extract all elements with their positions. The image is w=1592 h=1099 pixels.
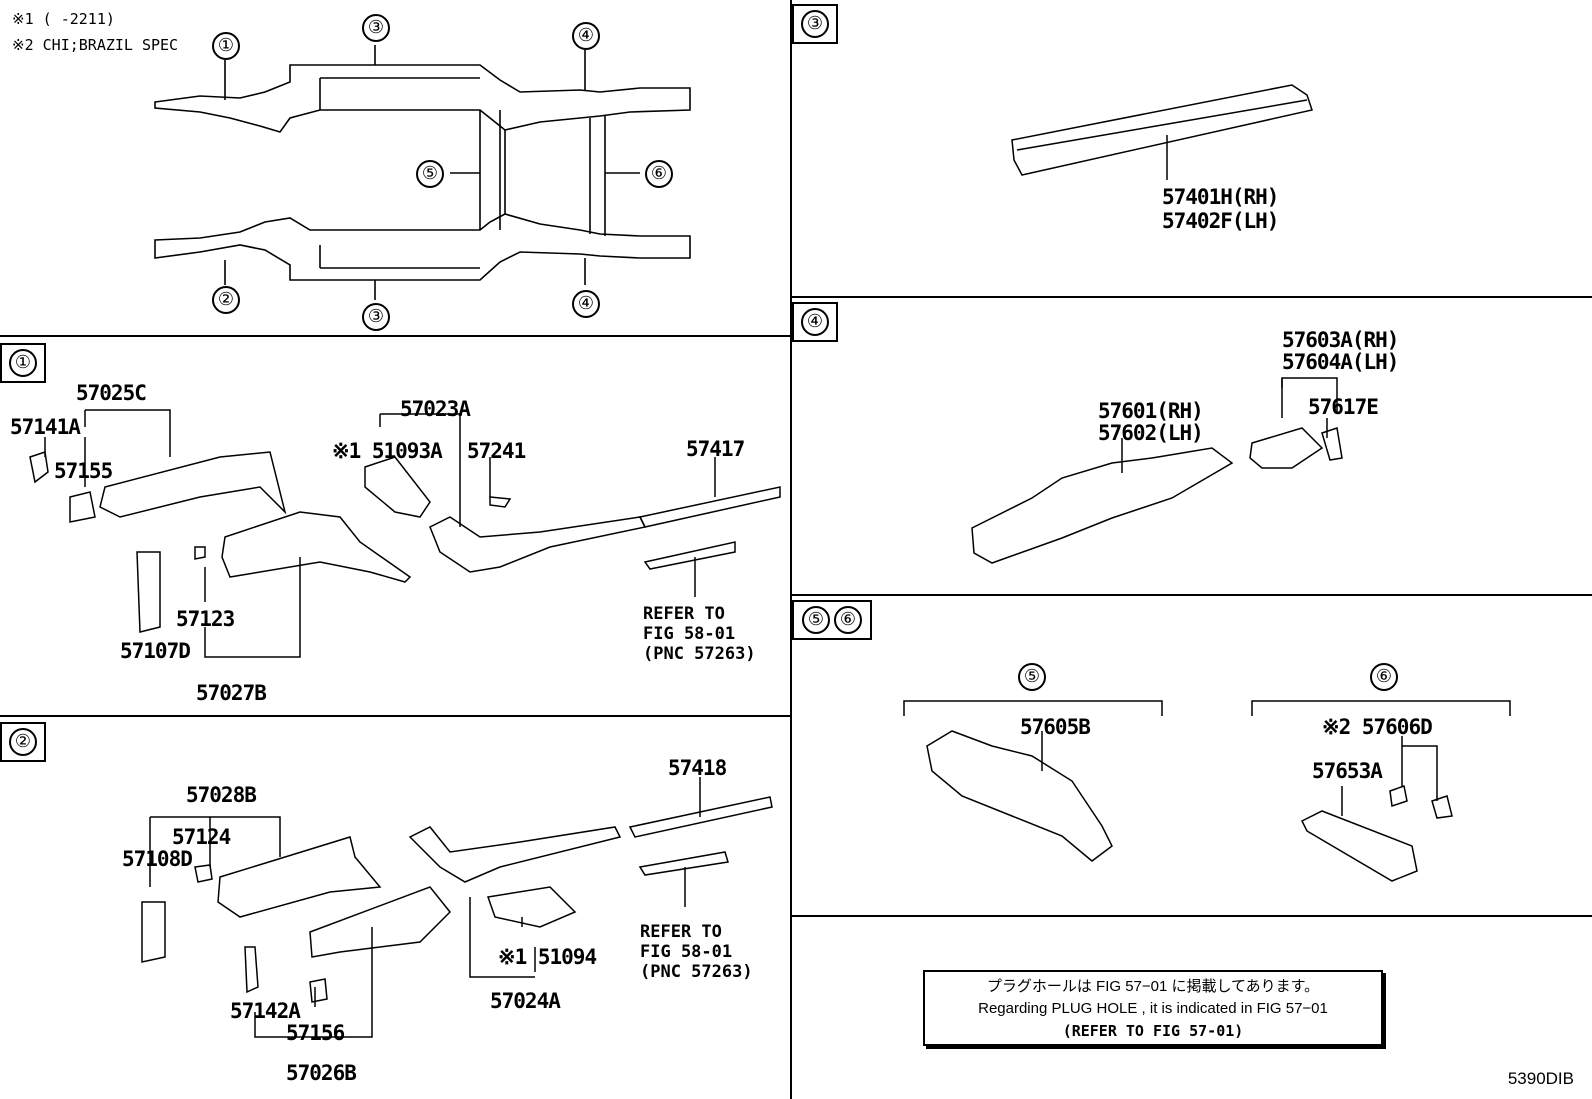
section56-head-5: ⑤ <box>1018 663 1046 691</box>
part-57417: 57417 <box>686 437 745 461</box>
part-57023A: 57023A <box>400 397 471 421</box>
section56-tag-circle-6: ⑥ <box>834 606 862 634</box>
part-57108D: 57108D <box>122 847 193 871</box>
section2-tag-circle: ② <box>9 728 37 756</box>
section4-tag-circle: ④ <box>801 308 829 336</box>
part-57025C: 57025C <box>76 381 147 405</box>
note-line-refer: (REFER TO FIG 57-01) <box>1062 1022 1244 1040</box>
section1-tag: ① <box>0 343 46 383</box>
part-57617E: 57617E <box>1308 395 1379 419</box>
section56-parts-drawing <box>903 700 1511 882</box>
divider-sec4 <box>790 296 1592 298</box>
divider-sec56 <box>790 594 1592 596</box>
part-57107D: 57107D <box>120 639 191 663</box>
overview-circle-4-top: ④ <box>572 22 600 50</box>
part-57601: 57601(RH) <box>1098 399 1204 423</box>
refer-1-line2: FIG 58-01 <box>643 624 736 644</box>
note-2: ※2 CHI;BRAZIL SPEC <box>12 36 179 54</box>
divider-vertical <box>790 0 792 1099</box>
part-57141A: 57141A <box>10 415 81 439</box>
refer-2-line3: (PNC 57263) <box>640 962 753 982</box>
section1-parts-drawing <box>29 409 781 658</box>
part-57123: 57123 <box>176 607 235 631</box>
divider-note <box>790 915 1592 917</box>
part-57027B: 57027B <box>196 681 267 705</box>
note-1: ※1 ( -2211) <box>12 10 115 28</box>
part-51094: ※1 51094 <box>498 945 597 969</box>
note-line-jp: プラグホールは FIG 57−01 に掲載してあります。 <box>986 978 1320 995</box>
divider-overview <box>0 335 790 337</box>
part-57028B: 57028B <box>186 783 257 807</box>
section3-tag: ③ <box>792 4 838 44</box>
overview-circle-6: ⑥ <box>645 160 673 188</box>
part-57603A: 57603A(RH) <box>1282 328 1399 352</box>
part-57401H: 57401H(RH) <box>1162 185 1279 209</box>
section56-tag: ⑤ ⑥ <box>792 600 872 640</box>
part-57402F: 57402F(LH) <box>1162 209 1279 233</box>
refer-2-line1: REFER TO <box>640 922 722 942</box>
part-57602: 57602(LH) <box>1098 421 1204 445</box>
section1-tag-circle: ① <box>9 349 37 377</box>
part-57241: 57241 <box>467 439 526 463</box>
overview-circle-5: ⑤ <box>416 160 444 188</box>
part-57653A: 57653A <box>1312 759 1383 783</box>
frame-overview-diagram <box>154 45 691 300</box>
section3-tag-circle: ③ <box>801 10 829 38</box>
part-51093A: ※1 51093A <box>332 439 443 463</box>
refer-2-line2: FIG 58-01 <box>640 942 733 962</box>
section4-tag: ④ <box>792 302 838 342</box>
overview-circle-2: ② <box>212 286 240 314</box>
part-57605B: 57605B <box>1020 715 1091 739</box>
plug-hole-note: プラグホールは FIG 57−01 に掲載してあります。 Regarding P… <box>923 970 1383 1046</box>
section56-head-6: ⑥ <box>1370 663 1398 691</box>
section2-parts-drawing <box>141 777 773 1038</box>
part-57124: 57124 <box>172 825 231 849</box>
section56-tag-circle-5: ⑤ <box>802 606 830 634</box>
divider-sec2 <box>0 715 790 717</box>
part-57026B: 57026B <box>286 1061 357 1085</box>
diagram-code: 5390DIB <box>1507 1069 1574 1088</box>
section3-parts-drawing <box>1011 84 1313 180</box>
part-57156: 57156 <box>286 1021 345 1045</box>
overview-circle-3-bottom: ③ <box>362 303 390 331</box>
part-57418: 57418 <box>668 756 727 780</box>
part-57024A: 57024A <box>490 989 561 1013</box>
section2-tag: ② <box>0 722 46 762</box>
note-line-en: Regarding PLUG HOLE , it is indicated in… <box>978 1000 1328 1017</box>
overview-circle-1: ① <box>212 32 240 60</box>
overview-circle-4-bottom: ④ <box>572 290 600 318</box>
refer-1-line1: REFER TO <box>643 604 725 624</box>
refer-1-line3: (PNC 57263) <box>643 644 756 664</box>
part-57606D: ※2 57606D <box>1322 715 1433 739</box>
part-57155: 57155 <box>54 459 113 483</box>
part-57142A: 57142A <box>230 999 301 1023</box>
part-57604A: 57604A(LH) <box>1282 350 1399 374</box>
section4-parts-drawing <box>971 377 1343 564</box>
overview-circle-3-top: ③ <box>362 14 390 42</box>
